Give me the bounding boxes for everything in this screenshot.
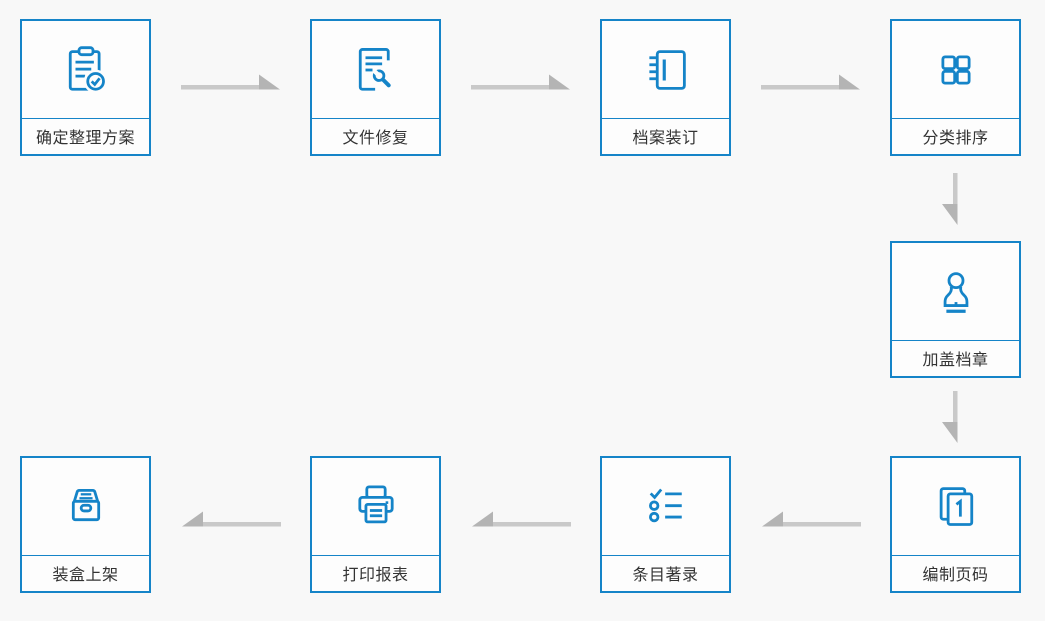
step-box-1: 确定整理方案 xyxy=(20,19,151,156)
step-label: 装盒上架 xyxy=(52,567,119,584)
checklist-icon xyxy=(648,488,682,522)
arrow-left-icon xyxy=(472,511,571,527)
step-icon-area xyxy=(892,21,1019,119)
step-box-6: 编制页码 xyxy=(890,456,1021,593)
step-box-8: 打印报表 xyxy=(310,456,441,593)
step-box-4: 分类排序 xyxy=(890,19,1021,156)
arrow-down-icon xyxy=(942,173,958,225)
step-box-7: 条目著录 xyxy=(600,456,731,593)
arrow-down-icon xyxy=(942,391,958,443)
step-label: 文件修复 xyxy=(342,130,409,147)
step-label: 分类排序 xyxy=(922,130,989,147)
step-label: 加盖档章 xyxy=(922,352,989,369)
step-label: 档案装订 xyxy=(632,130,699,147)
page-number-icon xyxy=(939,486,973,526)
step-label: 条目著录 xyxy=(632,567,699,584)
printer-icon xyxy=(357,484,394,523)
grid-squares-icon xyxy=(940,54,971,85)
arrow-right-icon xyxy=(181,74,280,90)
step-box-5: 加盖档章 xyxy=(890,241,1021,378)
step-icon-area xyxy=(22,21,149,119)
step-label: 编制页码 xyxy=(922,567,989,584)
arrow-left-icon xyxy=(182,511,281,527)
step-box-9: 装盒上架 xyxy=(20,456,151,593)
step-icon-area xyxy=(892,458,1019,556)
arrow-right-icon xyxy=(471,74,570,90)
clipboard-check-icon xyxy=(68,45,107,93)
notebook-binding-icon xyxy=(648,49,686,90)
step-icon-area xyxy=(602,458,729,556)
arrow-right-icon xyxy=(761,74,860,90)
step-icon-area xyxy=(602,21,729,119)
arrow-left-icon xyxy=(762,511,861,527)
step-icon-area xyxy=(892,243,1019,341)
step-box-2: 文件修复 xyxy=(310,19,441,156)
step-icon-area xyxy=(312,458,439,556)
archive-box-icon xyxy=(71,488,100,521)
step-label: 打印报表 xyxy=(342,567,409,584)
step-box-3: 档案装订 xyxy=(600,19,731,156)
step-icon-area xyxy=(22,458,149,556)
stamp-icon xyxy=(943,271,968,313)
step-label: 确定整理方案 xyxy=(35,130,135,147)
document-wrench-icon xyxy=(358,47,391,91)
step-icon-area xyxy=(312,21,439,119)
